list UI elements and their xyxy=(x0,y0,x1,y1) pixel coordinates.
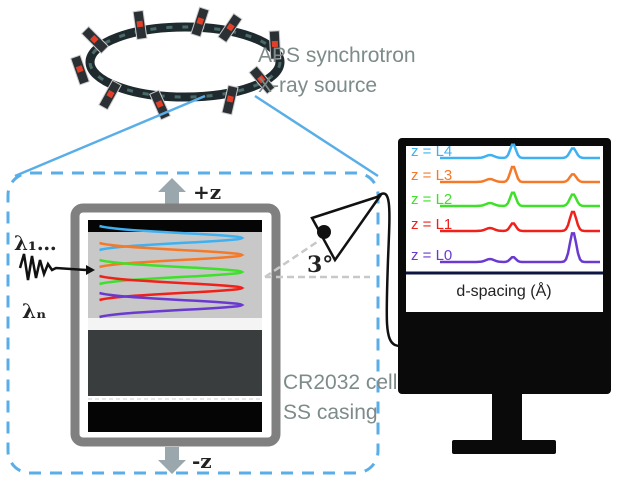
arrow-down-icon xyxy=(158,447,186,474)
spectrum-label: z = L2 xyxy=(411,191,452,208)
coin-cell xyxy=(70,203,281,447)
spectrum-line xyxy=(440,232,600,264)
diffracted-beam-line xyxy=(264,238,321,279)
spectrum-line xyxy=(440,143,600,160)
lambda-1-label: λ₁… xyxy=(14,231,57,255)
cell-profile-curve xyxy=(99,291,245,319)
magnet-icon xyxy=(132,9,148,41)
synchrotron-ring xyxy=(70,6,285,121)
xray-wave-icon xyxy=(18,253,87,281)
spectrum-line xyxy=(440,210,600,233)
plus-z-label: +z xyxy=(193,180,221,204)
spectrum-label: z = L3 xyxy=(411,167,452,184)
callout-box xyxy=(6,171,380,475)
monitor: z = L4 z = L3 z = L2 z = L1 z = L0 d-spacing… xyxy=(398,138,611,454)
minus-z-label: -z xyxy=(192,449,212,473)
magnet-icon xyxy=(70,54,90,86)
x-axis-label: d-spacing (Å) xyxy=(456,281,551,300)
angle-label: 3° xyxy=(307,252,333,278)
spectrum-line xyxy=(440,191,600,208)
magnet-icon xyxy=(248,65,276,95)
spectrum-label: z = L1 xyxy=(411,216,452,233)
magnet-icon xyxy=(217,12,243,44)
magnet-icon xyxy=(80,25,110,55)
beam-arrowhead-icon xyxy=(86,265,95,275)
source-label-line1: APS synchrotron xyxy=(258,44,416,67)
spectrum-line xyxy=(440,165,600,184)
source-label-line2: X-ray source xyxy=(258,74,377,97)
magnet-icon xyxy=(221,84,239,116)
lambda-n-label: λₙ xyxy=(22,299,46,323)
spectrum-label: z = L0 xyxy=(411,247,452,264)
magnet-icon xyxy=(190,6,210,38)
arrow-up-icon xyxy=(158,178,186,205)
spectrum-label: z = L4 xyxy=(411,143,452,160)
cell-label-line1: CR2032 cell xyxy=(283,371,397,394)
cell-label-line2: SS casing xyxy=(283,401,378,424)
zoom-line-left xyxy=(14,94,206,178)
magnet-icon xyxy=(98,79,122,111)
magnet-icon xyxy=(268,30,282,60)
zoom-line-right xyxy=(254,94,379,178)
detector-eye-icon xyxy=(310,193,384,263)
